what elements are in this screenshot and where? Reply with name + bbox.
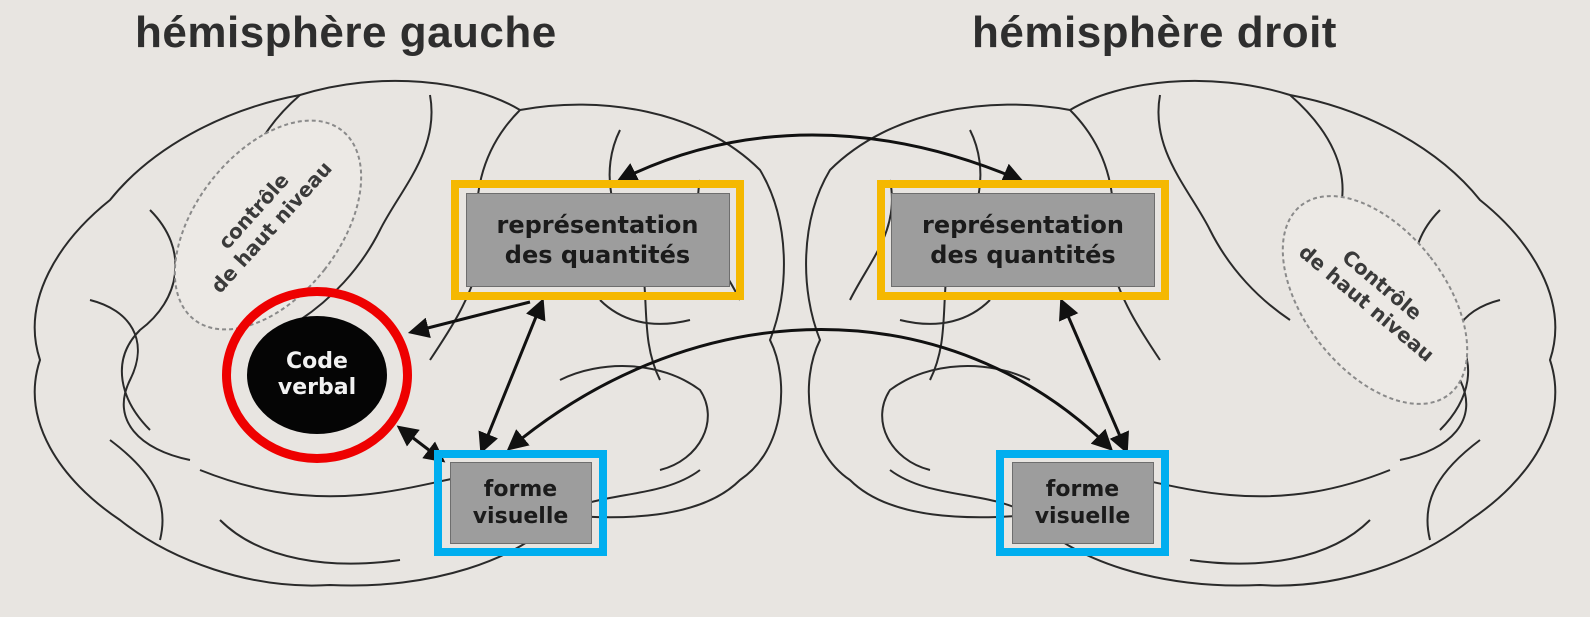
- arrow-left-quantities-visual: [482, 302, 542, 450]
- left-visual-line1: forme: [484, 476, 557, 504]
- left-quantities-line2: des quantités: [505, 240, 690, 270]
- right-quantities-box: représentation des quantités: [877, 180, 1169, 300]
- right-hemisphere-title: hémisphère droit: [972, 8, 1337, 58]
- left-quantities-line1: représentation: [497, 210, 699, 240]
- right-visual-box: forme visuelle: [996, 450, 1169, 556]
- code-verbal-line1: Code: [286, 349, 348, 375]
- left-visual-line2: visuelle: [473, 503, 569, 531]
- left-hemisphere-title: hémisphère gauche: [135, 8, 557, 58]
- code-verbal-node: Code verbal: [247, 316, 387, 434]
- arrow-quantities-interhemispheric: [620, 135, 1020, 180]
- arrow-left-quantities-verbal: [412, 302, 530, 332]
- right-quantities-line1: représentation: [922, 210, 1124, 240]
- right-visual-line1: forme: [1046, 476, 1119, 504]
- left-brain-outline: [35, 81, 784, 586]
- code-verbal-highlight: Code verbal: [222, 287, 412, 463]
- left-quantities-box: représentation des quantités: [451, 180, 744, 300]
- left-visual-box: forme visuelle: [434, 450, 607, 556]
- right-quantities-line2: des quantités: [930, 240, 1115, 270]
- code-verbal-line2: verbal: [278, 375, 356, 401]
- arrow-right-quantities-visual: [1062, 302, 1126, 450]
- arrow-visual-interhemispheric: [510, 330, 1110, 449]
- right-visual-line2: visuelle: [1035, 503, 1131, 531]
